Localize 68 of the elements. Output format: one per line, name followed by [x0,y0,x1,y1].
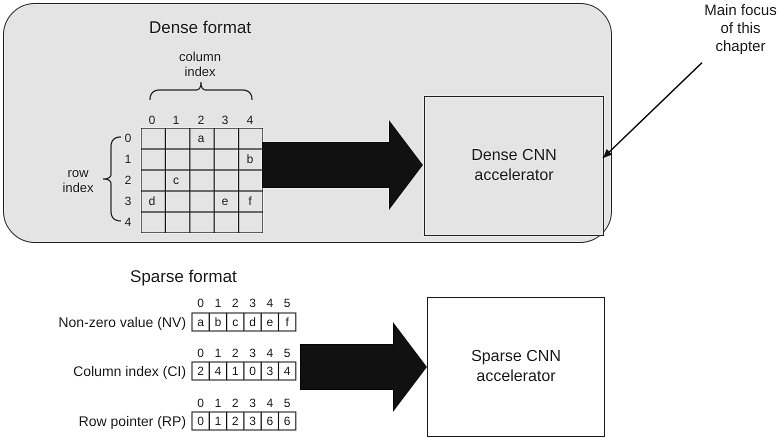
cell-value: f [248,194,252,208]
array-name: Column index (CI) [73,363,186,379]
array-value: d [249,315,256,329]
index-number: 3 [124,194,132,208]
section-heading: Sparse format [130,267,237,287]
array-value: 4 [284,364,290,378]
cell-value: e [222,194,228,208]
array-value: 2 [232,414,239,428]
accelerator-box [424,96,604,236]
index-number: 5 [284,346,290,360]
index-number: 2 [232,346,239,360]
array-value: 3 [249,414,256,428]
array-name: Non-zero value (NV) [58,314,186,330]
index-number: 5 [284,296,290,310]
index-number: 3 [249,346,256,360]
index-number: 4 [246,113,254,127]
index-number: 4 [266,346,274,360]
cell-value: a [198,130,204,144]
array-value: c [232,315,238,329]
array-value: 1 [214,414,222,428]
array-value: 1 [232,364,239,378]
array-value: e [266,315,274,329]
index-number: 4 [124,214,132,228]
index-number: 4 [266,296,274,310]
index-number: 4 [266,396,274,410]
index-number: 1 [214,396,222,410]
array-value: f [285,315,289,329]
array-name: Row pointer (RP) [78,413,186,429]
accelerator-label: Dense CNN accelerator [470,146,558,186]
matrix-grid [141,128,263,233]
index-number: 3 [222,113,228,127]
axis-label: column index [178,49,222,79]
index-number: 3 [249,396,256,410]
index-number: 0 [148,113,156,127]
array-value: b [214,315,222,329]
accelerator-label: Sparse CNN accelerator [470,347,562,387]
array-value: a [197,315,204,329]
array-value: 2 [197,364,204,378]
note-text: Main focus of this chapter [703,2,778,56]
index-number: 3 [249,296,256,310]
cell-value: b [246,152,254,166]
block-arrow [300,322,427,412]
index-number: 1 [214,346,222,360]
index-number: 5 [284,396,290,410]
index-number: 1 [214,296,222,310]
format-panel [3,3,612,243]
index-number: 0 [124,130,132,144]
section-heading: Dense format [149,18,252,38]
index-number: 0 [197,396,204,410]
cell-value: c [173,172,179,186]
index-number: 0 [197,346,204,360]
leader-line [602,62,703,159]
index-number: 2 [232,296,239,310]
index-number: 2 [198,113,204,127]
index-number: 2 [124,172,132,186]
accelerator-box [427,297,605,437]
array-value: 0 [197,414,204,428]
array-value: 0 [249,364,256,378]
array-value: 6 [266,414,274,428]
index-number: 1 [124,152,132,166]
index-number: 0 [197,296,204,310]
cell-value: d [148,194,156,208]
axis-label: row index [61,165,95,195]
array-value: 4 [214,364,222,378]
array-value: 3 [266,364,274,378]
index-number: 1 [172,113,180,127]
array-value: 6 [284,414,290,428]
index-number: 2 [232,396,239,410]
